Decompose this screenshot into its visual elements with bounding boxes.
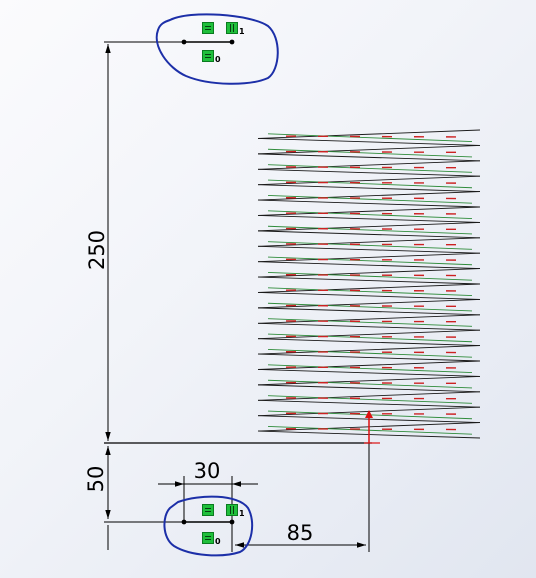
coil-line (257, 399, 481, 408)
dimension-label-30[interactable]: 30 (194, 459, 221, 483)
dimension-label-50[interactable]: 50 (84, 466, 108, 493)
coil-line (257, 245, 481, 254)
horizontal-relation-icon[interactable] (202, 22, 214, 34)
bottom-sketch-line[interactable] (181, 519, 235, 525)
coil-line (257, 168, 481, 177)
coil-line (257, 230, 481, 239)
relation-subscript: 1 (239, 509, 245, 518)
coil-line (257, 237, 481, 247)
relation-subscript: 0 (215, 55, 221, 64)
dimension-label-250[interactable]: 250 (85, 230, 109, 270)
coil-line (257, 221, 481, 232)
coil-line (257, 153, 481, 162)
coil-line (257, 322, 481, 331)
coil-line (257, 206, 481, 216)
relation-subscript: 1 (239, 27, 245, 36)
coil-hidden-line (267, 179, 473, 189)
coil-hidden-line (267, 333, 473, 343)
fixed-relation-icon[interactable] (202, 50, 214, 62)
vertical-relation-icon[interactable] (226, 504, 238, 516)
coil-line (257, 129, 481, 139)
coil-line (257, 369, 481, 377)
coil-line (257, 345, 481, 355)
coil-hidden-line (267, 133, 473, 142)
dimension-label-85[interactable]: 85 (287, 521, 314, 545)
coil-hidden-line (267, 225, 473, 235)
coil-line (257, 307, 481, 316)
coil-line (257, 338, 481, 347)
coil-line (257, 276, 481, 285)
coil-line (257, 360, 481, 370)
coil-hidden-line (267, 364, 473, 373)
coil-hidden-line (267, 256, 473, 266)
coil-line (257, 391, 481, 401)
coil-hidden-line (267, 241, 473, 250)
highlight-circle-bottom (163, 495, 254, 557)
coil-line (257, 144, 481, 155)
coil-hidden-line (267, 210, 473, 219)
coil-hidden-line (267, 318, 473, 327)
coil-line (257, 298, 481, 309)
coil-hidden-line (267, 302, 473, 312)
coil-line (257, 191, 481, 201)
coil-line (257, 283, 481, 293)
coil-line (257, 268, 481, 278)
fixed-relation-icon[interactable] (202, 532, 214, 544)
relation-subscript: 0 (215, 537, 221, 546)
coil-line (257, 215, 481, 223)
coil-line (257, 184, 481, 193)
coil-line (257, 353, 481, 362)
coil-hidden-line (267, 426, 473, 435)
highlight-circle-top (155, 13, 279, 85)
coil-line (257, 292, 481, 300)
coil-line (257, 199, 481, 208)
coil-line (257, 384, 481, 393)
vertical-relation-icon[interactable] (226, 22, 238, 34)
coil-line (257, 314, 481, 324)
coil-hidden-line (267, 164, 473, 173)
spring-coils[interactable] (257, 129, 481, 439)
coil-hidden-line (267, 272, 473, 281)
origin-arrow-icon (364, 410, 380, 444)
coil-hidden-line (267, 349, 473, 358)
top-sketch-line[interactable] (181, 39, 235, 45)
coil-line (257, 329, 481, 340)
coil-hidden-line (267, 195, 473, 204)
coil-line (257, 160, 481, 170)
coil-line (257, 138, 481, 146)
coil-hidden-line (267, 379, 473, 389)
coil-line (257, 375, 481, 386)
dimension-85[interactable]: 85 (231, 443, 370, 552)
coil-hidden-line (267, 395, 473, 404)
coil-line (257, 175, 481, 186)
dimension-250[interactable]: 250 (85, 41, 184, 441)
coil-line (257, 261, 481, 270)
coil-hidden-line (267, 148, 473, 158)
dimension-50[interactable]: 50 (84, 446, 184, 550)
horizontal-relation-icon[interactable] (202, 504, 214, 516)
coil-hidden-line (267, 287, 473, 296)
coil-line (257, 252, 481, 263)
